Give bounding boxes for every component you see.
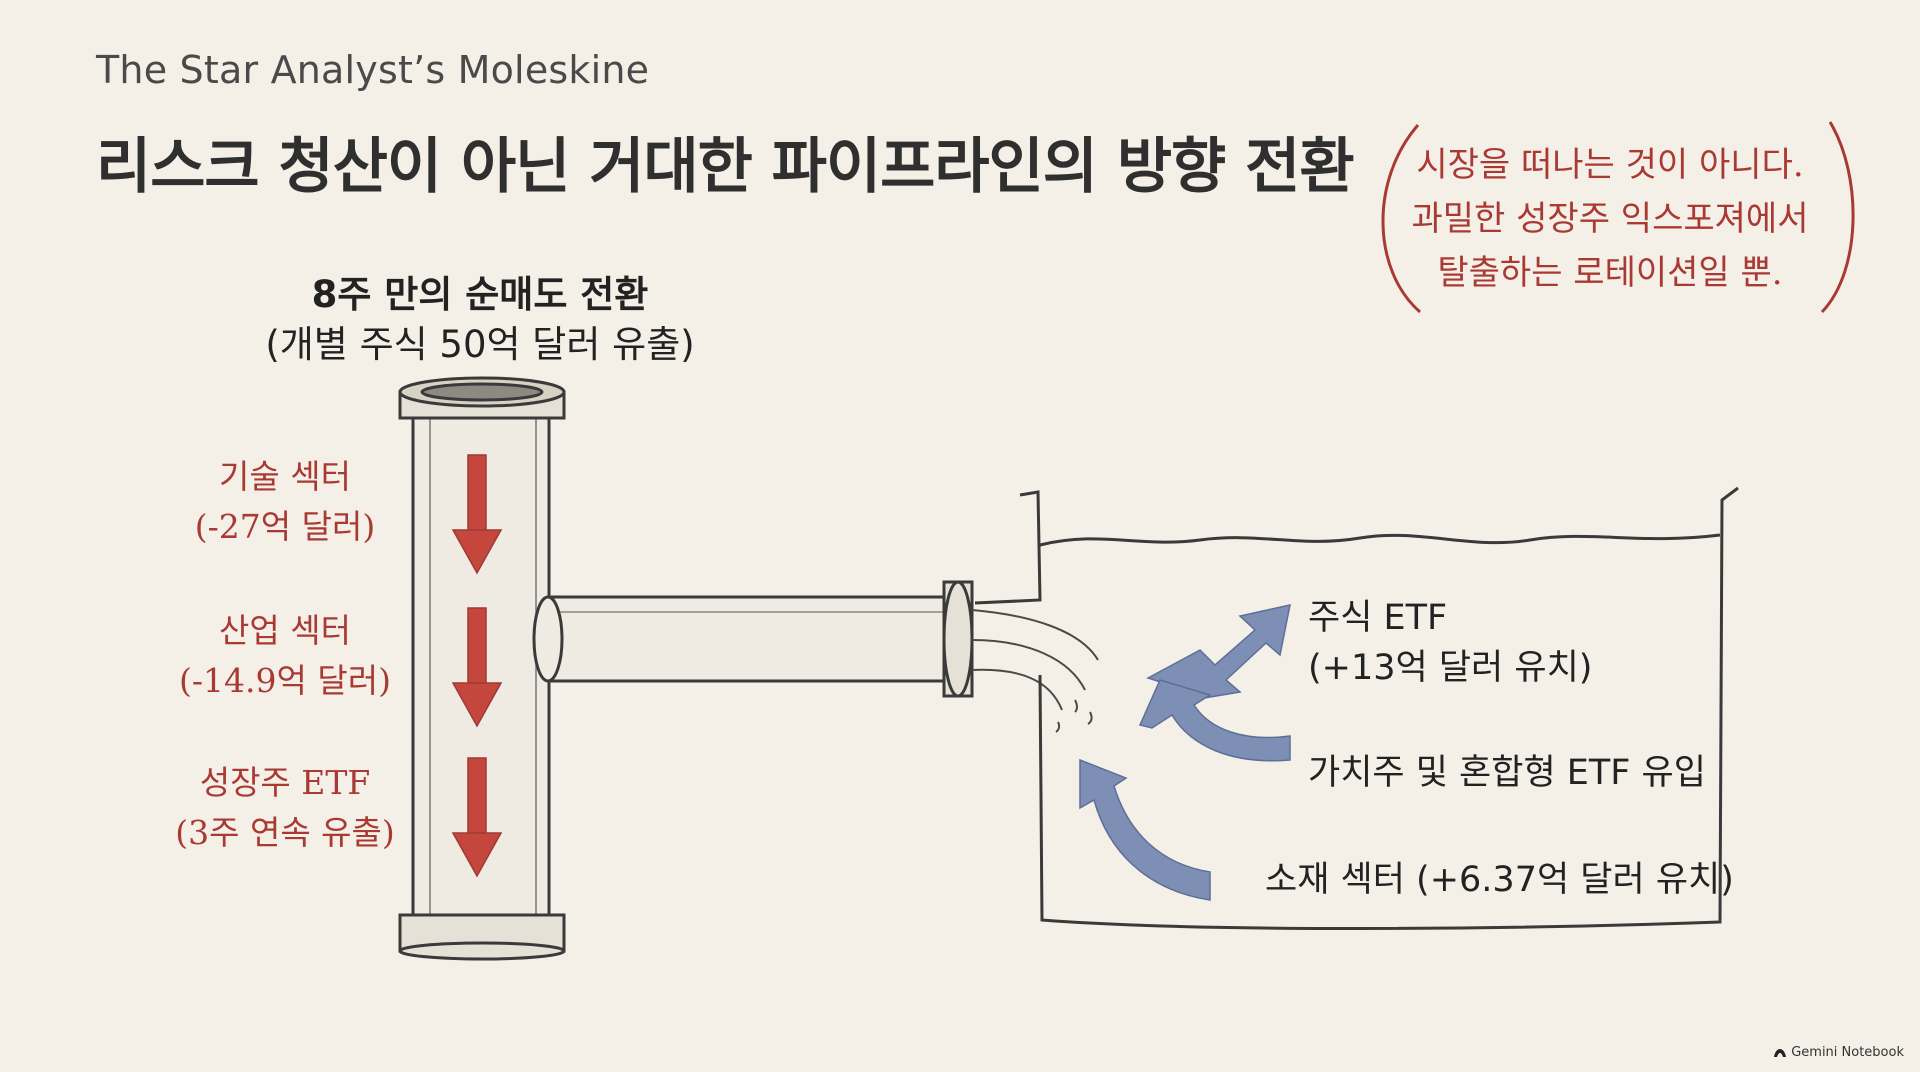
outflow-label-growth-etf: 성장주 ETF (3주 연속 유출) — [160, 758, 410, 858]
net-sell-subheading: (개별 주식 50억 달러 유출) — [265, 323, 695, 366]
outflow-label: 산업 섹터 — [219, 611, 351, 650]
outflow-label: 기술 섹터 — [219, 457, 351, 496]
quote-line-1: 시장을 떠나는 것이 아니다. — [1416, 145, 1804, 185]
quote-left-paren — [1381, 124, 1421, 314]
pipe-heading: 8주 만의 순매도 전환 (개별 주식 50억 달러 유출) — [250, 270, 710, 370]
inflow-label: 가치주 및 혼합형 ETF 유입 — [1308, 753, 1706, 793]
curved-arrow-icon — [1079, 758, 1211, 901]
outflow-label: 성장주 ETF — [199, 763, 371, 802]
inflow-value: (+13억 달러 유치) — [1308, 648, 1593, 688]
outflow-label-industrial: 산업 섹터 (-14.9억 달러) — [160, 606, 410, 706]
gemini-notebook-icon — [1774, 1048, 1787, 1057]
inflow-label-materials: 소재 섹터 (+6.37억 달러 유치) — [1265, 855, 1734, 905]
notebook-subtitle: The Star Analyst’s Moleskine — [96, 48, 650, 92]
net-sell-heading: 8주 만의 순매도 전환 — [311, 273, 649, 316]
curved-arrow-icon — [1138, 679, 1291, 762]
water-stream — [971, 609, 1099, 733]
outflow-label-tech: 기술 섹터 (-27억 달러) — [160, 452, 410, 552]
down-arrow-icon — [451, 607, 503, 728]
handwritten-quote: 시장을 떠나는 것이 아니다. 과밀한 성장주 익스포져에서 탈출하는 로테이션… — [1410, 138, 1810, 300]
tank — [974, 486, 1739, 930]
down-arrow-icon — [451, 757, 503, 878]
outflow-value: (-27억 달러) — [194, 507, 376, 546]
outflow-arrows — [451, 454, 503, 878]
quote-right-paren — [1820, 121, 1855, 314]
outflow-value: (-14.9억 달러) — [179, 661, 391, 700]
horizontal-pipe — [532, 580, 974, 698]
down-arrow-icon — [451, 454, 503, 575]
inflow-label-value-etf: 가치주 및 혼합형 ETF 유입 — [1308, 748, 1706, 798]
quote-line-3: 탈출하는 로테이션일 뿐. — [1437, 253, 1783, 293]
outflow-value: (3주 연속 유출) — [175, 813, 395, 852]
inflow-label-equity-etf: 주식 ETF (+13억 달러 유치) — [1308, 593, 1592, 693]
inflow-arrows — [1079, 604, 1291, 901]
quote-line-2: 과밀한 성장주 익스포져에서 — [1411, 199, 1809, 239]
page-title: 리스크 청산이 아닌 거대한 파이프라인의 방향 전환 — [96, 132, 1355, 202]
inflow-label: 주식 ETF — [1308, 598, 1448, 638]
inflow-label: 소재 섹터 (+6.37억 달러 유치) — [1265, 860, 1734, 900]
footer-brand-text: Gemini Notebook — [1791, 1045, 1904, 1060]
footer-brand: Gemini Notebook — [1773, 1045, 1904, 1060]
